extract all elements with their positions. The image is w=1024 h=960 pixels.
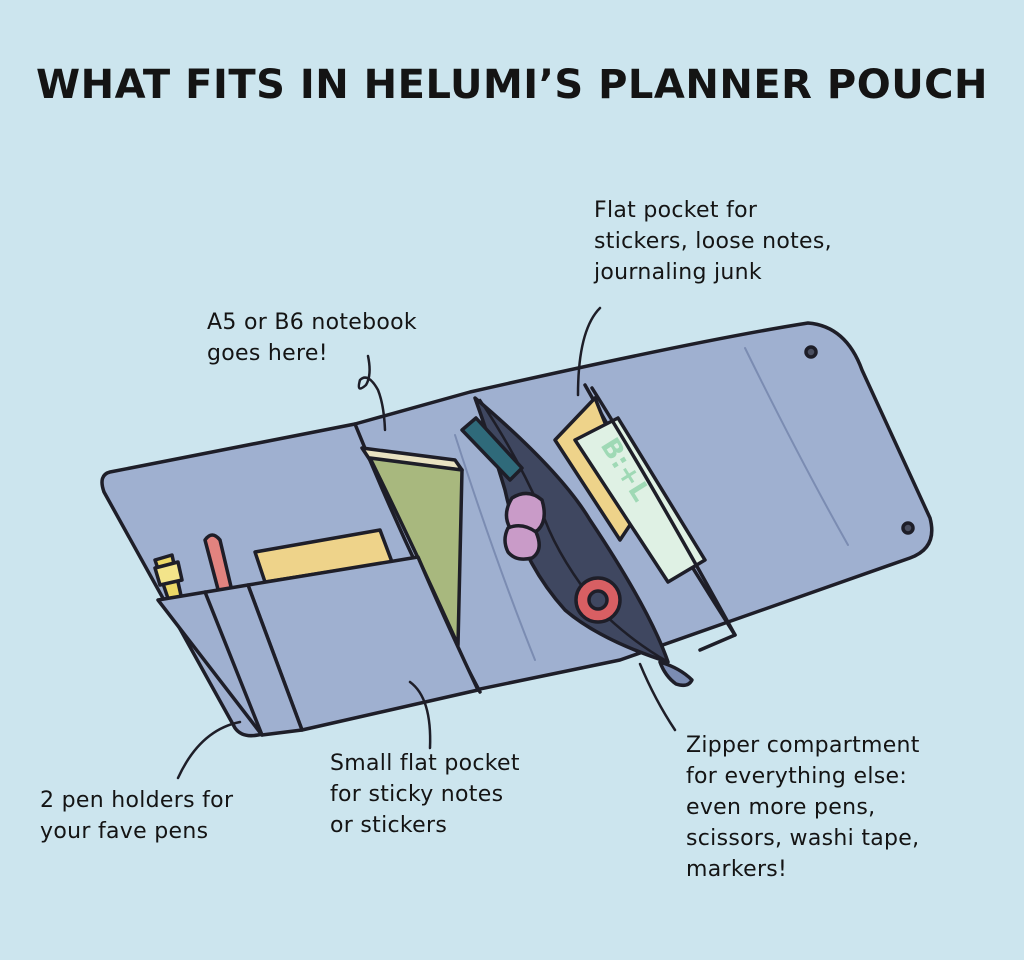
callout-zipper: Zipper compartment for everything else: … bbox=[686, 733, 920, 882]
zipper-pull bbox=[658, 660, 694, 688]
zipper-edge bbox=[478, 398, 670, 664]
flat-pocket-front bbox=[590, 386, 737, 652]
small-flat-pocket bbox=[246, 555, 480, 732]
panel-seam bbox=[744, 347, 849, 546]
callout-notebook: A5 or B6 notebook goes here! bbox=[207, 310, 417, 366]
leader-zipper bbox=[638, 662, 677, 732]
leader-notebook bbox=[357, 354, 387, 432]
pen-holder-seam bbox=[203, 590, 264, 737]
callout-small-pocket: Small flat pocket for sticky notes or st… bbox=[330, 751, 520, 838]
leader-small-pocket bbox=[408, 680, 432, 750]
callout-pen-holders: 2 pen holders for your fave pens bbox=[40, 788, 234, 844]
pen-holder-strap bbox=[156, 583, 304, 737]
scissors bbox=[503, 524, 541, 561]
leader-pen-holders bbox=[176, 720, 242, 780]
yellow-pen-clip bbox=[153, 560, 184, 587]
callout-flat-pocket: Flat pocket for stickers, loose notes, j… bbox=[594, 198, 832, 285]
leader-flat-pocket bbox=[576, 306, 602, 397]
page-title: WHAT FITS IN HELUMI’S PLANNER POUCH bbox=[35, 62, 989, 108]
panel-seam bbox=[454, 434, 536, 661]
snap-button bbox=[804, 345, 818, 359]
blue-marker bbox=[460, 416, 524, 482]
snap-button bbox=[901, 521, 915, 535]
washi-tape-core bbox=[587, 589, 609, 611]
sticker-sheet bbox=[573, 416, 707, 584]
